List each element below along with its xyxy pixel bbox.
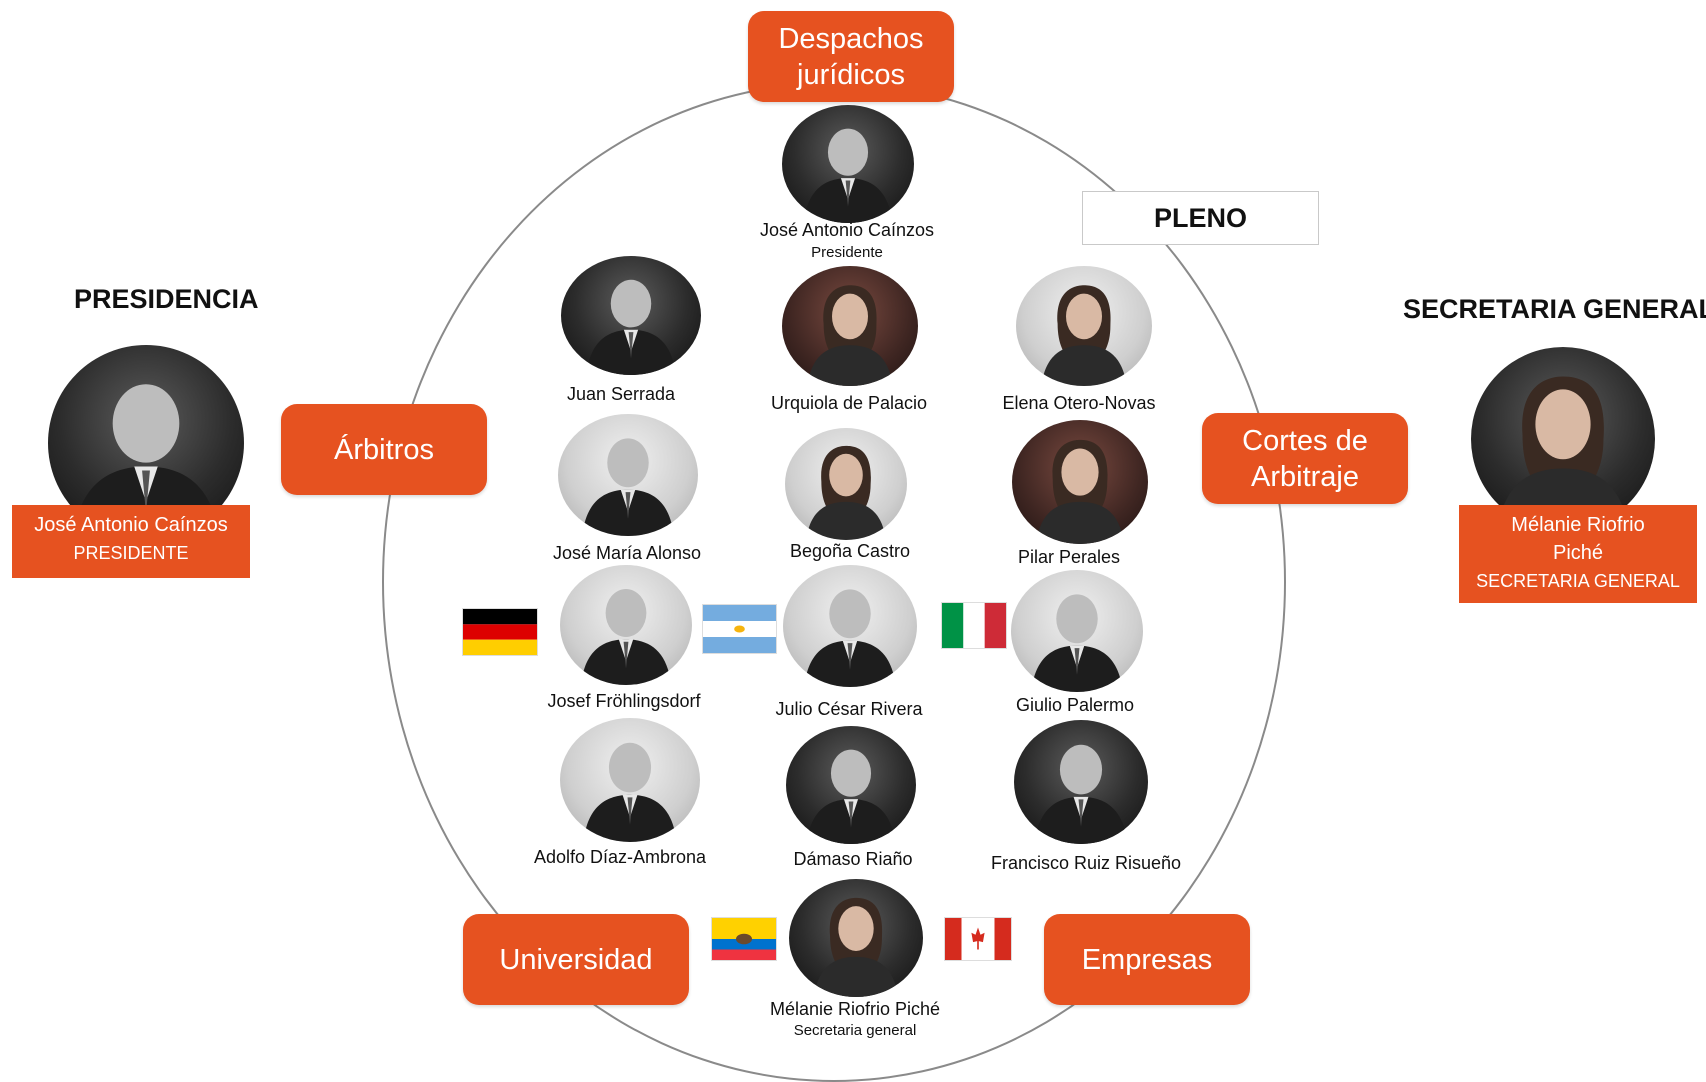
presidencia-title: PRESIDENCIA — [74, 284, 259, 314]
member-name-perales: Pilar Perales — [1017, 547, 1121, 567]
member-name-cainzos: José Antonio Caínzos — [759, 220, 935, 240]
member-photo-piche — [789, 879, 923, 997]
member-role-piche: Secretaria general — [793, 1022, 917, 1039]
member-name-otero: Elena Otero-Novas — [1002, 393, 1156, 413]
category-empresas: Empresas — [1044, 914, 1250, 1005]
member-name-alonso: José María Alonso — [552, 543, 702, 563]
secretaria-name-line2: Piché — [1552, 542, 1604, 564]
member-photo-castro — [785, 428, 907, 540]
member-name-palacio: Urquiola de Palacio — [770, 393, 928, 413]
member-name-riano: Dámaso Riaño — [793, 849, 913, 869]
presidente-role: PRESIDENTE — [73, 543, 189, 563]
member-photo-alonso — [558, 414, 698, 536]
italy-flag — [942, 603, 1006, 648]
germany-flag — [463, 609, 537, 655]
member-name-risueno: Francisco Ruiz Risueño — [990, 853, 1182, 873]
member-name-ambrona: Adolfo Díaz-Ambrona — [533, 847, 707, 867]
member-photo-palermo — [1011, 570, 1143, 692]
pleno-label: PLENO — [1082, 191, 1319, 245]
member-photo-ambrona — [560, 718, 700, 842]
member-name-piche: Mélanie Riofrio Piché — [769, 999, 941, 1019]
member-photo-frohlingsdorf — [560, 565, 692, 685]
secretaria-name-tag: Mélanie Riofrio Piché SECRETARIA GENERAL — [1459, 505, 1697, 603]
member-photo-risueno — [1014, 720, 1148, 844]
member-name-palermo: Giulio Palermo — [1015, 695, 1135, 715]
member-photo-cainzos — [782, 105, 914, 223]
category-arbitros: Árbitros — [281, 404, 487, 495]
member-photo-rivera — [783, 565, 917, 687]
member-photo-otero — [1016, 266, 1152, 386]
ecuador-flag — [712, 918, 776, 960]
presidente-name: José Antonio Caínzos — [34, 514, 228, 536]
member-name-frohlingsdorf: Josef Fröhlingsdorf — [547, 691, 701, 711]
secretaria-photo — [1471, 347, 1655, 531]
member-photo-perales — [1012, 420, 1148, 544]
member-name-rivera: Julio César Rivera — [775, 699, 923, 719]
secretaria-general-title: SECRETARIA GENERAL — [1403, 294, 1706, 324]
argentina-flag — [703, 605, 776, 653]
canada-flag — [945, 918, 1011, 960]
secretaria-role: SECRETARIA GENERAL — [1476, 571, 1680, 591]
category-universidad: Universidad — [463, 914, 689, 1005]
member-photo-serrada — [561, 256, 701, 375]
member-role-cainzos: Presidente — [811, 244, 883, 261]
presidente-name-tag: José Antonio Caínzos PRESIDENTE — [12, 505, 250, 578]
member-photo-palacio — [782, 266, 918, 386]
member-name-castro: Begoña Castro — [789, 541, 911, 561]
secretaria-name-line1: Mélanie Riofrio — [1511, 514, 1645, 536]
member-photo-riano — [786, 726, 916, 844]
member-name-serrada: Juan Serrada — [566, 384, 676, 404]
